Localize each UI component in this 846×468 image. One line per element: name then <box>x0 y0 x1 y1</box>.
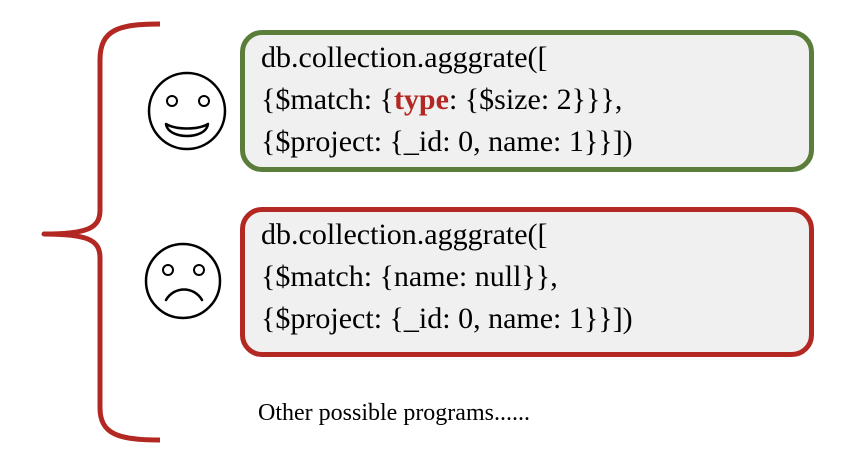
bad-program-line-2: {$match: {name: null}}, <box>261 260 558 293</box>
curly-brace-path <box>41 21 161 443</box>
other-programs-caption: Other possible programs...... <box>258 400 530 426</box>
bad-program-line-3: {$project: {_id: 0, name: 1}}]) <box>261 302 633 335</box>
good-program-line-2-suffix: : {$size: 2}}}, <box>448 83 623 116</box>
bad-program-line-1: db.collection.agggrate([ <box>261 218 548 251</box>
good-program-box: db.collection.agggrate([ {$match: {type:… <box>240 30 814 172</box>
good-program-line-2-prefix: {$match: { <box>261 83 394 116</box>
good-program-line-1: db.collection.agggrate([ <box>261 41 548 74</box>
bad-program-box: db.collection.agggrate([ {$match: {name:… <box>240 207 814 357</box>
good-program-line-2: {$match: {type: {$size: 2}}}, <box>261 79 809 121</box>
good-program-line-3: {$project: {_id: 0, name: 1}}]) <box>261 125 633 158</box>
highlighted-keyword-type: type <box>393 83 449 116</box>
